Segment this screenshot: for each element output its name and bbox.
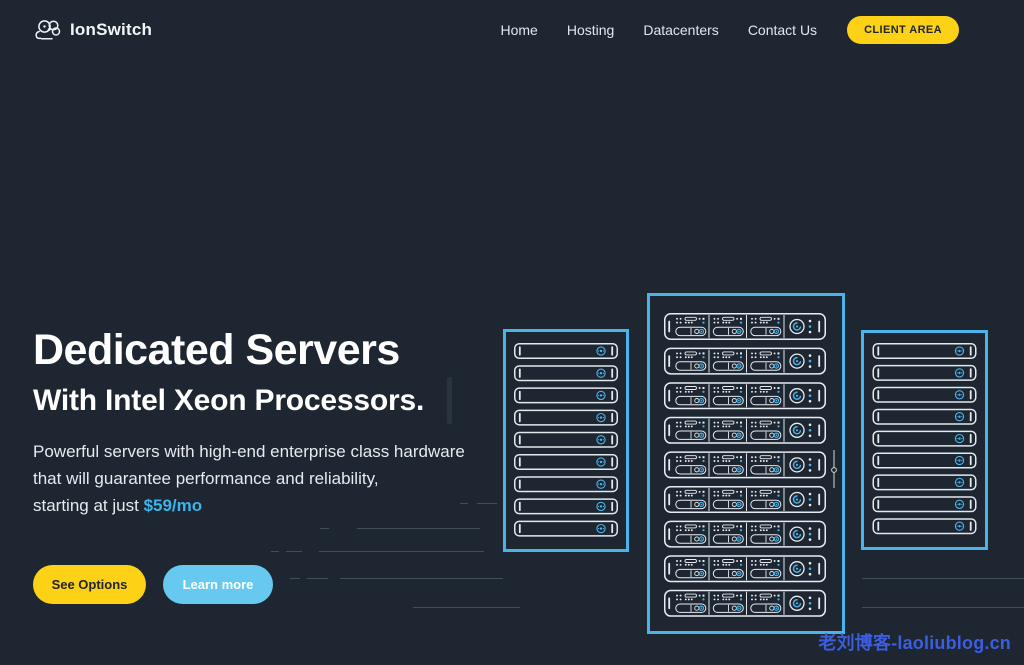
decor-line: [286, 551, 302, 552]
nav-item-datacenters[interactable]: Datacenters: [643, 22, 719, 38]
decor-line: [460, 503, 468, 504]
hero-subtitle: With Intel Xeon Processors.: [33, 384, 425, 417]
decor-line: [271, 551, 279, 552]
decor-line: [413, 607, 520, 608]
typing-caret: [447, 377, 452, 424]
server-rack-left: [503, 329, 629, 552]
decor-line: [477, 503, 497, 504]
server-rack-middle: [647, 293, 845, 634]
decor-line: [357, 528, 480, 529]
cable-detail: [831, 450, 837, 488]
nav-item-home[interactable]: Home: [500, 22, 538, 38]
see-options-button[interactable]: See Options: [33, 565, 146, 604]
client-area-button[interactable]: CLIENT AREA: [847, 16, 959, 44]
main-nav: Home Hosting Datacenters Contact Us: [501, 22, 818, 38]
decor-line: [290, 578, 300, 579]
hero-description: Powerful servers with high-end enterpris…: [33, 438, 465, 519]
logo-text: IonSwitch: [70, 20, 153, 39]
ionswitch-logo-icon: [35, 20, 61, 40]
learn-more-button[interactable]: Learn more: [163, 565, 273, 604]
hero-description-line1: Powerful servers with high-end enterpris…: [33, 442, 465, 461]
hero-description-line2: that will guarantee performance and reli…: [33, 469, 379, 488]
price-text: $59/mo: [143, 496, 203, 515]
cta-row: See Options Learn more: [33, 565, 273, 604]
nav-item-contact-us[interactable]: Contact Us: [747, 22, 818, 38]
decor-line: [319, 551, 484, 552]
decor-line: [340, 578, 503, 579]
decor-line: [862, 607, 1024, 608]
decor-line: [862, 578, 1024, 579]
nav-item-hosting[interactable]: Hosting: [566, 22, 615, 38]
header: IonSwitch Home Hosting Datacenters Conta…: [0, 0, 1024, 60]
hero-title: Dedicated Servers: [33, 326, 400, 374]
logo[interactable]: IonSwitch: [33, 16, 152, 44]
hero-description-line3: starting at just: [33, 496, 144, 515]
watermark: 老刘博客-laoliublog.cn: [818, 633, 1011, 653]
decor-line: [320, 528, 329, 529]
server-rack-right: [861, 330, 988, 550]
decor-line: [307, 578, 328, 579]
